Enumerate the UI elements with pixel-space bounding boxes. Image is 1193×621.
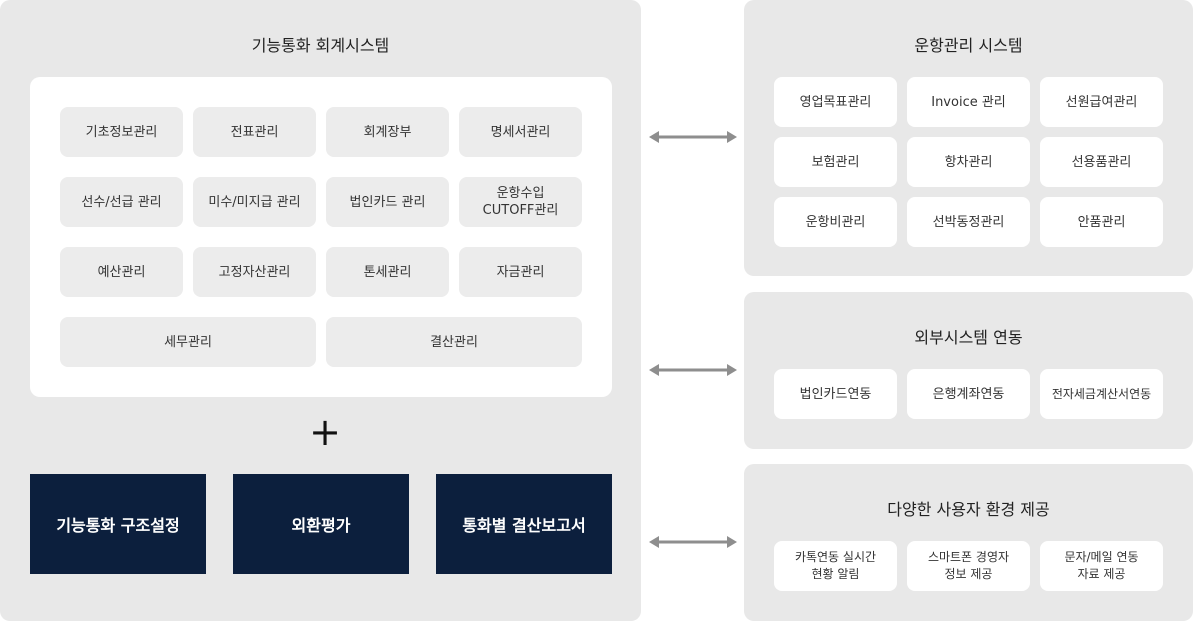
- bidirectional-arrow-icon: [649, 131, 737, 143]
- module-advance: 선수/선급 관리: [60, 177, 183, 227]
- feature-currency-structure: 기능통화 구조설정: [30, 474, 206, 574]
- op-item-safety: 안품관리: [1040, 197, 1163, 247]
- operation-system-panel: 운항관리 시스템 영업목표관리 Invoice 관리 선원급여관리 보험관리 항…: [744, 0, 1193, 276]
- env-item-kakao-alert: 카톡연동 실시간 현황 알림: [774, 541, 897, 591]
- accounting-system-panel: 기능통화 회계시스템 기초정보관리 전표관리 회계장부 명세서관리 선수/선급 …: [0, 0, 641, 621]
- ext-item-corporate-card: 법인카드연동: [774, 369, 897, 419]
- external-system-title: 외부시스템 연동: [914, 328, 1023, 347]
- env-item-sms-mail: 문자/메일 연동 자료 제공: [1040, 541, 1163, 591]
- module-tax: 세무관리: [60, 317, 316, 367]
- ext-item-bank-account: 은행계좌연동: [907, 369, 1030, 419]
- env-item-smartphone-info: 스마트폰 경영자 정보 제공: [907, 541, 1030, 591]
- module-closing: 결산관리: [326, 317, 582, 367]
- bidirectional-arrow-icon: [649, 536, 737, 548]
- user-environment-panel: 다양한 사용자 환경 제공 카톡연동 실시간 현황 알림 스마트폰 경영자 정보…: [744, 464, 1193, 621]
- ext-item-e-tax-invoice: 전자세금계산서연동: [1040, 369, 1163, 419]
- accounting-modules-box: 기초정보관리 전표관리 회계장부 명세서관리 선수/선급 관리 미수/미지급 관…: [30, 77, 612, 397]
- user-environment-title: 다양한 사용자 환경 제공: [887, 500, 1050, 519]
- op-item-ship-supplies: 선용품관리: [1040, 137, 1163, 187]
- op-item-vessel-tracking: 선박동정관리: [907, 197, 1030, 247]
- external-system-panel: 외부시스템 연동 법인카드연동 은행계좌연동 전자세금계산서연동: [744, 292, 1193, 449]
- plus-icon: +: [309, 410, 341, 454]
- module-receivable: 미수/미지급 관리: [193, 177, 316, 227]
- module-statement: 명세서관리: [459, 107, 582, 157]
- module-tonnage-tax: 톤세관리: [326, 247, 449, 297]
- module-ledger: 회계장부: [326, 107, 449, 157]
- op-item-crew-payroll: 선원급여관리: [1040, 77, 1163, 127]
- op-item-sales-target: 영업목표관리: [774, 77, 897, 127]
- module-revenue-cutoff: 운항수입 CUTOFF관리: [459, 177, 582, 227]
- op-item-voyage: 항차관리: [907, 137, 1030, 187]
- module-corporate-card: 법인카드 관리: [326, 177, 449, 227]
- op-item-operating-cost: 운항비관리: [774, 197, 897, 247]
- operation-system-title: 운항관리 시스템: [914, 36, 1023, 55]
- module-basic-info: 기초정보관리: [60, 107, 183, 157]
- module-funds: 자금관리: [459, 247, 582, 297]
- feature-currency-report: 통화별 결산보고서: [436, 474, 612, 574]
- feature-fx-valuation: 외환평가: [233, 474, 409, 574]
- bidirectional-arrow-icon: [649, 364, 737, 376]
- module-voucher: 전표관리: [193, 107, 316, 157]
- op-item-insurance: 보험관리: [774, 137, 897, 187]
- module-fixed-asset: 고정자산관리: [193, 247, 316, 297]
- op-item-invoice: Invoice 관리: [907, 77, 1030, 127]
- module-budget: 예산관리: [60, 247, 183, 297]
- accounting-system-title: 기능통화 회계시스템: [251, 36, 390, 55]
